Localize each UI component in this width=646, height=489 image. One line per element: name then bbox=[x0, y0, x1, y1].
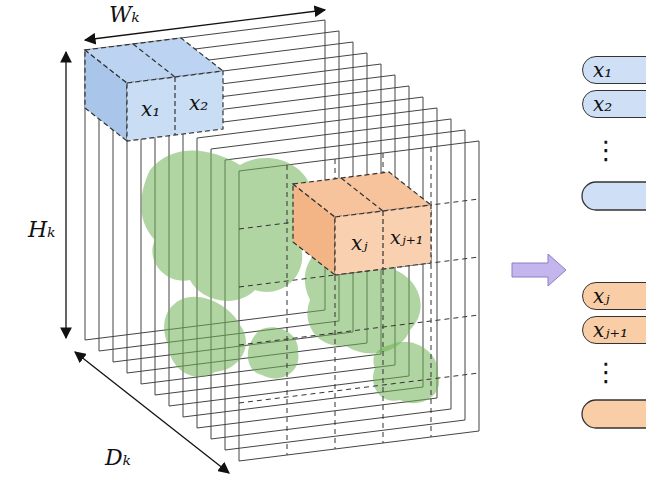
flatten-arrow bbox=[512, 254, 566, 286]
front-grid bbox=[239, 147, 479, 455]
patch-label: x₂ bbox=[189, 92, 208, 114]
patch-label: xⱼ₊₁ bbox=[390, 227, 423, 248]
orange-patch-cube bbox=[293, 172, 431, 275]
height-arrow bbox=[65, 52, 66, 338]
token-label: xⱼ₊₁ bbox=[593, 319, 628, 341]
token-label: x₂ bbox=[593, 93, 612, 115]
token-pill: xⱼ bbox=[582, 282, 646, 310]
axis-label: Dₖ bbox=[105, 446, 131, 470]
token-label: x₁ bbox=[593, 59, 612, 81]
slice-stack bbox=[85, 20, 479, 461]
axis-label: Wₖ bbox=[109, 3, 140, 27]
empty-token bbox=[582, 182, 646, 210]
patch-label: x₁ bbox=[141, 98, 160, 120]
patch-label: xⱼ bbox=[351, 232, 368, 254]
axis-label: Hₖ bbox=[28, 218, 55, 242]
depth-arrow bbox=[75, 352, 229, 473]
token-pill: x₁ bbox=[582, 56, 646, 84]
token-label: xⱼ bbox=[593, 285, 610, 307]
ellipsis: ⋮ bbox=[593, 358, 619, 387]
blue-patch-cube bbox=[85, 38, 223, 141]
empty-token bbox=[582, 400, 646, 428]
green-structure bbox=[141, 151, 439, 404]
ellipsis: ⋮ bbox=[593, 136, 619, 165]
token-pill: xⱼ₊₁ bbox=[582, 316, 646, 344]
token-pill: x₂ bbox=[582, 90, 646, 118]
